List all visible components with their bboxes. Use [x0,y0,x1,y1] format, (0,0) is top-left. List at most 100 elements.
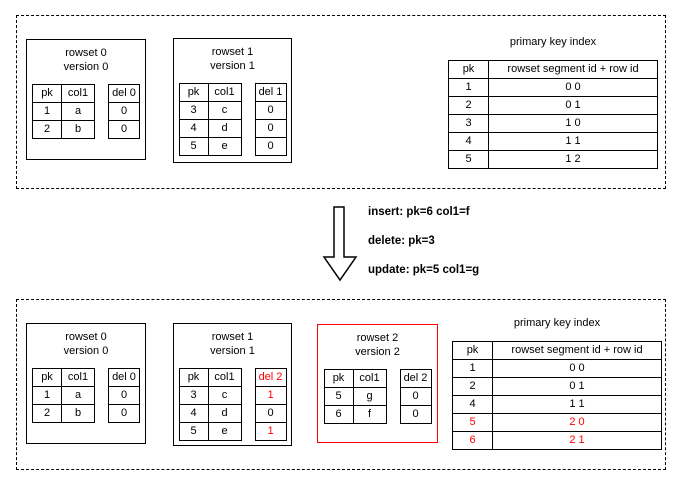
rowset-title: rowset 1 [211,46,254,58]
table-cell: 3 [448,114,489,133]
table-cell: 6 [323,405,354,424]
table-cell: 0 [254,101,287,120]
rowset-title: rowset 0 [65,47,107,59]
table-cell: 2 [32,120,62,139]
table-cell: 5 [178,137,209,156]
table-cell: 0 [108,404,140,423]
table-cell: 0 0 [488,78,658,97]
table-cell: g [352,387,387,406]
table-cell: 3 [178,101,209,120]
operation-delete: delete: pk=3 [368,235,435,247]
table-cell: 5 [178,422,209,441]
rowset-version: version 1 [210,345,255,357]
table-cell: 5 [452,413,493,432]
operation-insert: insert: pk=6 col1=f [368,206,470,218]
table-header-cell: del 1 [254,83,287,102]
table-cell: 1 [32,386,62,405]
table-cell: 0 [108,102,140,121]
table-cell: 4 [452,395,493,414]
rowset-version: version 0 [63,61,109,73]
table-cell: f [352,405,387,424]
table-cell: 1 1 [488,132,658,151]
table-cell: 1 [452,359,493,378]
table-cell: e [207,137,242,156]
table-cell: 0 0 [492,359,662,378]
table-header-cell: del 0 [108,84,140,103]
operations-text: insert: pk=6 col1=f delete: pk=3 update:… [368,206,479,293]
table-header-cell: rowset segment id + row id [492,341,662,360]
table-cell: 1 2 [488,150,658,169]
table-cell: 0 [108,386,140,405]
table-header-cell: del 0 [108,368,140,387]
table-header-cell: del 2 [254,368,287,387]
table-header-cell: pk [323,369,354,388]
table-cell: 1 [254,422,287,441]
table-cell: b [61,120,95,139]
table-cell: 2 0 [492,413,662,432]
table-header-cell: pk [32,368,62,387]
table-header-cell: col1 [207,83,242,102]
table-cell: 0 [399,405,432,424]
table-cell: 0 [254,137,287,156]
operation-update: update: pk=5 col1=g [368,264,480,276]
table-cell: 1 0 [488,114,658,133]
table-cell: a [61,102,95,121]
table-cell: 2 [452,377,493,396]
rowset-version: version 1 [210,60,255,72]
table-header-cell: col1 [207,368,242,387]
table-cell: c [207,386,242,405]
table-cell: 1 [32,102,62,121]
table-header-cell: pk [178,368,209,387]
table-header-cell: col1 [61,84,95,103]
table-cell: d [207,119,242,138]
table-cell: 2 1 [492,431,662,450]
rowset-title: rowset 1 [211,331,254,343]
table-cell: a [61,386,95,405]
pk-index-title: primary key index [509,36,597,48]
rowset-version: version 2 [355,346,400,358]
table-cell: b [61,404,95,423]
table-header-cell: pk [452,341,493,360]
rowset-version: version 0 [63,345,109,357]
table-cell: 0 [108,120,140,139]
table-cell: c [207,101,242,120]
table-cell: 4 [448,132,489,151]
table-header-cell: rowset segment id + row id [488,60,658,79]
table-cell: 4 [178,119,209,138]
rowset-title: rowset 0 [65,331,107,343]
table-cell: 2 [32,404,62,423]
table-cell: d [207,404,242,423]
table-cell: 2 [448,96,489,115]
table-cell: 6 [452,431,493,450]
table-cell: 0 [254,404,287,423]
table-cell: 0 1 [492,377,662,396]
table-header-cell: pk [178,83,209,102]
table-header-cell: del 2 [399,369,432,388]
table-cell: 1 [448,78,489,97]
table-header-cell: pk [32,84,62,103]
table-header-cell: pk [448,60,489,79]
pk-index-title: primary key index [513,317,601,329]
down-arrow-icon [321,204,361,289]
table-cell: 5 [448,150,489,169]
table-cell: 3 [178,386,209,405]
